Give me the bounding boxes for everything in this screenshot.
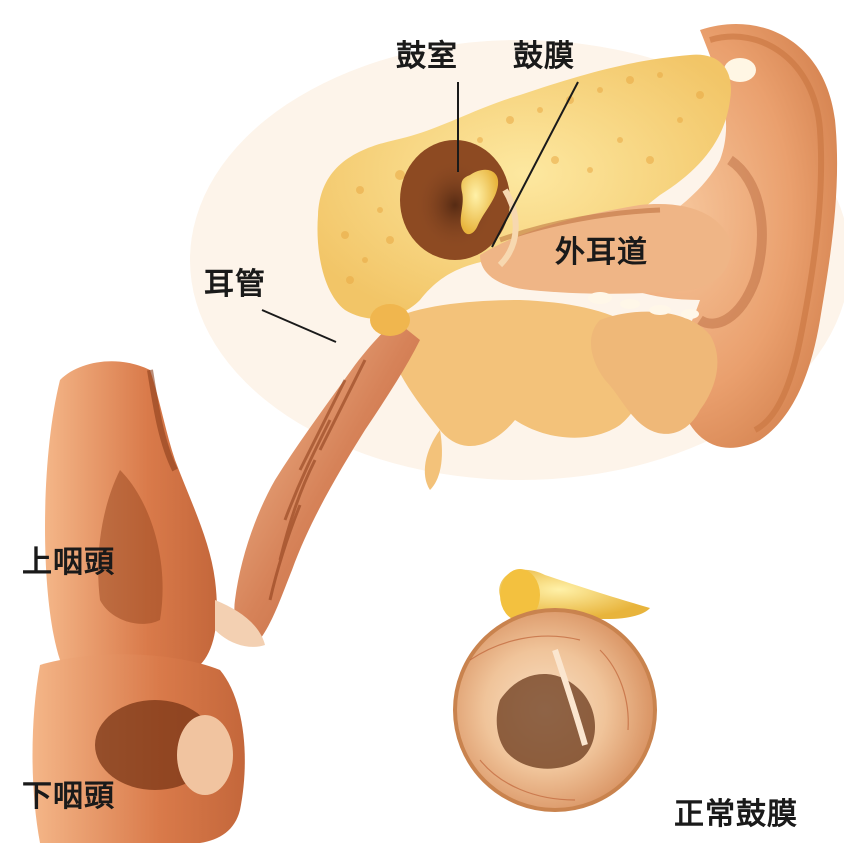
label-nasopharynx: 上咽頭: [22, 548, 115, 578]
hypopharynx-fold: [177, 715, 233, 795]
label-hypopharynx: 下咽頭: [22, 782, 115, 812]
label-eardrum: 鼓膜: [513, 42, 575, 72]
normal-eardrum-illustration: [455, 569, 655, 810]
tube-cartilage: [370, 304, 410, 336]
label-external-auditory-canal: 外耳道: [555, 238, 648, 268]
label-eustachian-tube: 耳管: [204, 270, 266, 300]
label-normal-eardrum: 正常鼓膜: [674, 800, 798, 830]
label-tympanic-cavity: 鼓室: [396, 42, 458, 72]
